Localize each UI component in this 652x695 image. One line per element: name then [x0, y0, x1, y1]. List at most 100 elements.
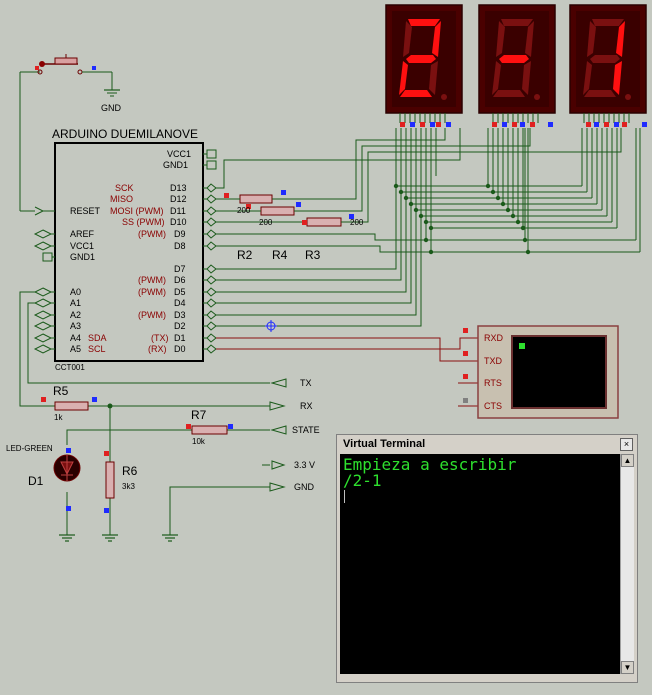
junction-dots [107, 183, 531, 409]
led-type: LED-GREEN [6, 444, 53, 453]
pin-sck: SCK [115, 183, 134, 193]
net-label-state: STATE [292, 425, 320, 435]
r6-value: 3k3 [122, 482, 135, 491]
net-arrows [269, 378, 287, 492]
segment-c [522, 61, 531, 95]
segment-c [429, 61, 438, 95]
segment-e [492, 61, 501, 95]
pin-reset: RESET [70, 206, 101, 216]
virtual-terminal-window[interactable]: Virtual Terminal × Empieza a escribir /2… [336, 434, 638, 683]
pin-d5: D5 [174, 287, 186, 297]
module-pin-rts: RTS [484, 378, 502, 388]
decimal-point [534, 94, 540, 100]
pin-d4: D4 [174, 298, 186, 308]
terminal-title: Virtual Terminal [343, 438, 426, 450]
close-button[interactable]: × [620, 438, 633, 451]
scroll-up-icon[interactable]: ▲ [621, 454, 634, 467]
arduino-title: ARDUINO DUEMILANOVE [52, 127, 199, 141]
segment-a [501, 19, 533, 26]
r3-ref: R3 [305, 248, 321, 262]
reset-switch[interactable] [19, 54, 113, 212]
pin-d1: D1 [174, 333, 186, 343]
pin-d3: D3 [174, 310, 186, 320]
segment-f [587, 21, 596, 57]
net-label-3v3: 3.3 V [294, 460, 316, 470]
pin-d5-pwm: (PWM) [138, 287, 166, 297]
pin-d3-pwm: (PWM) [138, 310, 166, 320]
r5-ref: R5 [53, 384, 69, 398]
r7-ref: R7 [191, 408, 207, 422]
resistor-r3[interactable] [306, 217, 342, 227]
arduino-body[interactable] [54, 142, 204, 362]
segment-d [400, 90, 432, 97]
terminal-line-1: Empieza a escribir [343, 455, 517, 474]
pin-rx: (RX) [148, 344, 167, 354]
pin-a1: A1 [70, 298, 82, 308]
segment-g [499, 55, 529, 63]
pin-a5: A5 [70, 344, 82, 354]
pin-d8: D8 [174, 241, 186, 251]
pin-gnd1-right: GND1 [163, 160, 189, 170]
serial-terminal-module[interactable] [477, 325, 619, 419]
resistor-r2[interactable] [239, 194, 273, 204]
seven-segment-digit-1 [385, 4, 463, 123]
arduino-left-pins [33, 206, 55, 354]
led-green[interactable] [53, 454, 81, 482]
scroll-down-icon[interactable]: ▼ [621, 661, 634, 674]
pin-gnd1-left: GND1 [70, 252, 96, 262]
r3-value: 200 [350, 218, 364, 227]
r4-value: 200 [259, 218, 273, 227]
segment-e [583, 61, 592, 95]
pin-markers [41, 122, 647, 513]
pin-vcc1-left: VCC1 [70, 241, 95, 251]
probe-crosshair [265, 320, 277, 332]
resistor-r7[interactable] [191, 425, 228, 435]
pin-d10: D10 [170, 217, 187, 227]
ground-symbols [59, 534, 178, 542]
resistor-r5[interactable] [54, 401, 89, 411]
digital-wires [216, 128, 641, 327]
resistor-r6[interactable] [105, 461, 115, 499]
net-label-rx: RX [300, 401, 313, 411]
segment-f [403, 21, 412, 57]
pin-a3: A3 [70, 321, 82, 331]
seven-segment-displays [385, 4, 647, 123]
r6-ref: R6 [122, 464, 138, 478]
pin-sda: SDA [88, 333, 107, 343]
pin-a2: A2 [70, 310, 82, 320]
pin-d13: D13 [170, 183, 187, 193]
net-label-tx: TX [300, 378, 312, 388]
module-pin-rxd: RXD [484, 333, 504, 343]
seven-segment-digit-2 [478, 4, 556, 123]
module-pin-txd: TXD [484, 356, 502, 366]
pin-mosi: MOSI (PWM) [110, 206, 164, 216]
segment-d [493, 90, 525, 97]
pin-d6-pwm: (PWM) [138, 275, 166, 285]
terminal-screen[interactable]: Empieza a escribir /2-1 [340, 454, 620, 674]
serial-wires [216, 337, 478, 407]
resistor-r4[interactable] [260, 206, 295, 216]
segment-b [616, 21, 625, 57]
pin-scl: SCL [88, 344, 106, 354]
r4-ref: R4 [272, 248, 288, 262]
r5-value: 1k [54, 413, 63, 422]
switch-gnd-label: GND [101, 103, 121, 113]
pin-d6: D6 [174, 275, 186, 285]
r2-value: 200 [237, 206, 251, 215]
pin-a0: A0 [70, 287, 82, 297]
r7-value: 10k [192, 437, 205, 446]
pin-d7: D7 [174, 264, 186, 274]
ground-symbol [104, 89, 120, 97]
seven-segment-digit-3 [569, 4, 647, 123]
terminal-scrollbar[interactable]: ▲ ▼ [620, 454, 634, 674]
segment-b [525, 21, 534, 57]
pin-ss: SS (PWM) [122, 217, 165, 227]
pin-aref: AREF [70, 229, 95, 239]
text-cursor [344, 490, 345, 503]
terminal-line-2: /2-1 [343, 471, 382, 490]
pin-d2: D2 [174, 321, 186, 331]
module-pin-cts: CTS [484, 401, 502, 411]
segment-e [399, 61, 408, 95]
terminal-title-bar[interactable]: Virtual Terminal × [339, 437, 635, 451]
